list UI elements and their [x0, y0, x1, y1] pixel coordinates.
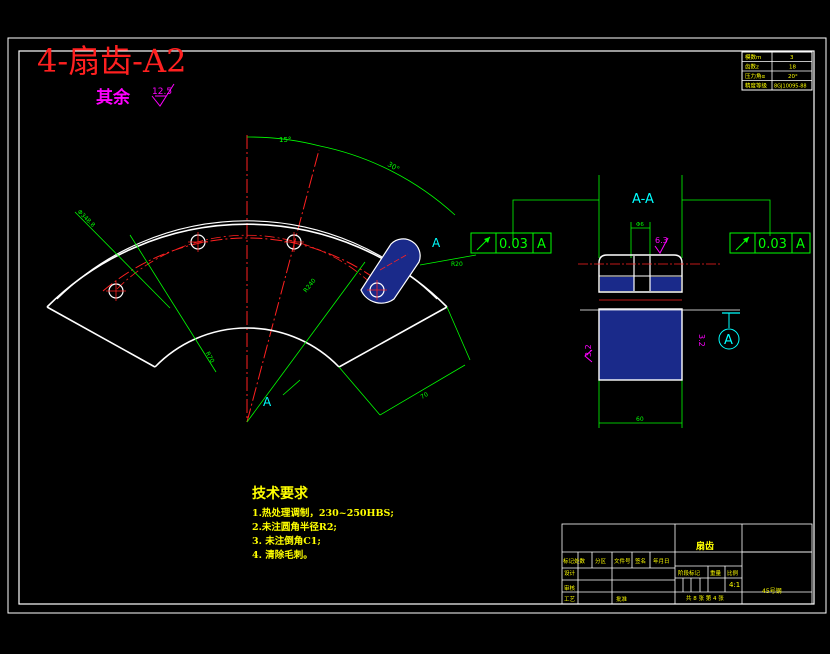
- section-rough-left: 3.2: [584, 344, 593, 357]
- tolerance-datum-left: A: [537, 237, 546, 252]
- tolerance-value-left: 0.03: [499, 237, 528, 252]
- dimensions-front: [74, 136, 477, 423]
- title-block: [561, 523, 813, 605]
- datum-label: A: [724, 333, 733, 348]
- tech-requirements: 技术要求 1.热处理调制，230~250HBS; 2.未注圆角半径R2; 3. …: [252, 485, 394, 561]
- section-title: A-A: [632, 192, 654, 207]
- dim-section-width: 60: [636, 416, 644, 423]
- param-table: 模数m 3 齿数z 18 压力角α 20° 精度等级 8GJ10095-88: [741, 51, 813, 91]
- roughness-value: 12.5: [152, 87, 172, 97]
- tech-item-4: 4. 清除毛刺。: [252, 549, 313, 561]
- roughness-symbol: 12.5: [151, 83, 175, 107]
- front-view: 15° 30° Φ348.8 R70 R240 R20 70 A A: [46, 135, 477, 423]
- tb-label-11: 比例: [727, 569, 739, 577]
- tb-label-2: 文件号: [614, 557, 631, 565]
- outer-border: [7, 37, 827, 614]
- param-name-3: 精度等级: [745, 82, 768, 90]
- bolt-hole-3: [284, 232, 304, 252]
- section-mark-top: A: [432, 236, 441, 250]
- left-edge: [46, 306, 156, 368]
- part-name: 扇齿: [696, 540, 714, 552]
- section-main-body: [598, 308, 683, 381]
- tb-label-10: 重量: [710, 569, 722, 577]
- section-top-part: [598, 254, 683, 293]
- section-rough-right: 3.2: [697, 334, 706, 347]
- param-value-1: 18: [789, 65, 796, 71]
- param-value-3: 8GJ10095-88: [774, 84, 807, 90]
- dim-width-right: 70: [419, 391, 429, 401]
- hatch-top-right: [650, 277, 681, 291]
- tolerance-frame-left: 0.03 A: [470, 232, 552, 254]
- dim-r-inner: R70: [204, 351, 216, 365]
- tb-label-4: 年月日: [653, 557, 670, 565]
- tb-label-8: 批准: [616, 595, 628, 603]
- tb-label-9: 阶段标记: [678, 569, 701, 577]
- dim-hub-slot: Φ6: [636, 222, 644, 228]
- tolerance-datum-right: A: [796, 237, 805, 252]
- section-view: A-A 60 Φ6 6.3 3.2 3.2 0.03: [470, 175, 811, 428]
- tb-label-7: 工艺: [564, 596, 576, 603]
- bolt-circle-arc: [116, 234, 378, 290]
- bolt-hole-2: [188, 232, 208, 252]
- dim-r-mid: R240: [302, 277, 317, 294]
- param-name-1: 齿数z: [745, 63, 759, 71]
- bolt-hole-4: [367, 280, 387, 300]
- tech-item-1: 1.热处理调制，230~250HBS;: [252, 507, 394, 519]
- tb-label-6: 审核: [564, 584, 576, 592]
- param-name-2: 压力角α: [745, 72, 766, 80]
- param-value-0: 3: [790, 55, 794, 61]
- tech-item-2: 2.未注圆角半径R2;: [252, 521, 337, 533]
- tb-scale: 4:1: [729, 581, 740, 589]
- hatch-top-left: [600, 277, 634, 291]
- param-value-2: 20°: [788, 74, 798, 80]
- dim-angle-right: 30°: [386, 160, 401, 173]
- datum-symbol: A: [718, 312, 740, 350]
- drawing-title: 4-扇齿-A2: [37, 42, 186, 80]
- section-mark-bottom: A: [263, 395, 272, 409]
- inner-arc: [154, 327, 340, 368]
- center-line-15deg: [246, 149, 320, 423]
- dim-angle-top: 15°: [279, 136, 291, 144]
- dim-dia-left: Φ348.8: [76, 208, 97, 229]
- tb-sheet-info: 共 8 张 第 4 张: [686, 594, 724, 602]
- tb-label-0: 标记处数: [563, 557, 586, 565]
- bolt-hole-1: [106, 281, 126, 301]
- dim-r-right: R20: [451, 261, 463, 268]
- inner-border: [18, 50, 815, 605]
- roughness-other-label: 其余: [96, 87, 131, 108]
- right-edge: [338, 306, 448, 368]
- tb-label-3: 签名: [635, 557, 646, 565]
- tb-material: 45号钢: [762, 587, 782, 595]
- pitch-arc: [102, 237, 392, 292]
- tolerance-value-right: 0.03: [758, 237, 787, 252]
- slot-hatched: [360, 238, 421, 304]
- tolerance-frame-right: 0.03 A: [729, 232, 811, 254]
- tech-item-3: 3. 未注倒角C1;: [252, 535, 321, 547]
- tb-label-5: 设计: [564, 569, 576, 577]
- tech-heading: 技术要求: [252, 485, 309, 502]
- tb-label-1: 分区: [595, 557, 607, 565]
- param-name-0: 模数m: [745, 53, 761, 61]
- section-rough-top: 6.3: [655, 236, 668, 245]
